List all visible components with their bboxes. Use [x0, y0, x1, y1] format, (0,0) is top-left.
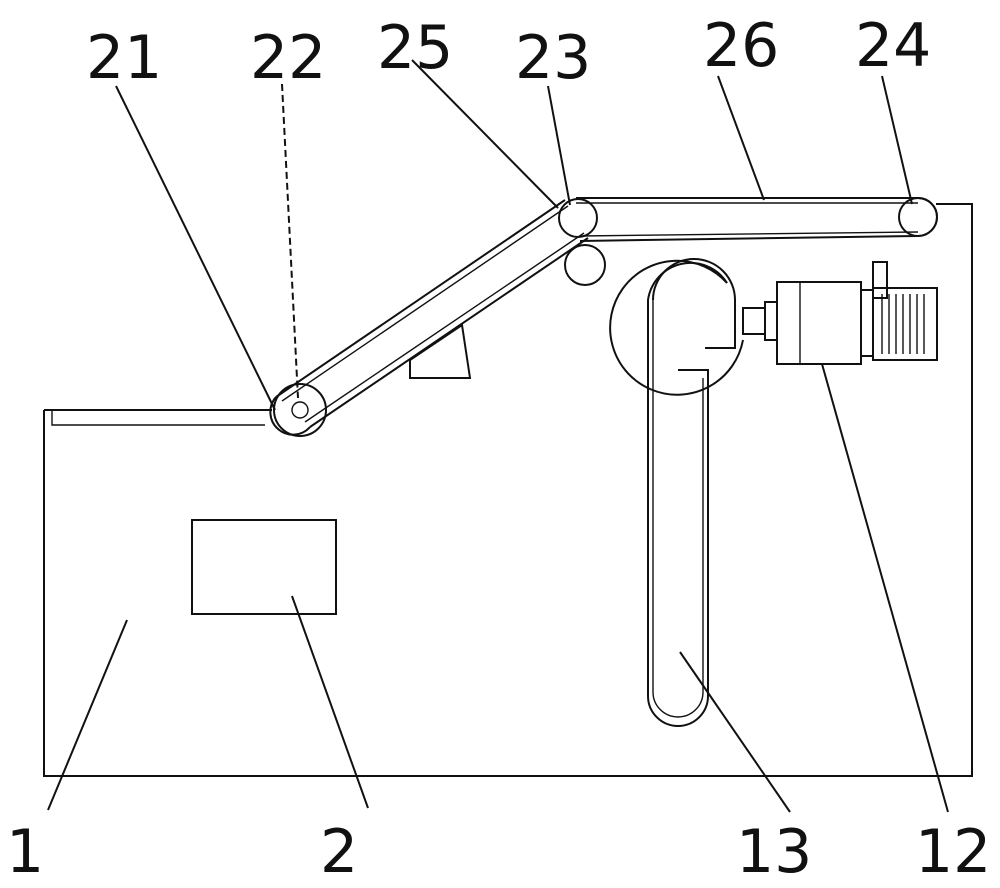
roller-22 [273, 383, 327, 437]
callout-labels: 21 22 25 23 26 24 1 2 13 12 [6, 11, 991, 887]
leader-21 [115, 85, 276, 411]
leader-2 [291, 595, 369, 809]
callout-1: 1 [6, 817, 44, 887]
inclined-conveyor-belt [269, 199, 589, 436]
callout-23: 23 [515, 23, 591, 93]
machine-frame [43, 203, 973, 777]
callout-13: 13 [736, 817, 812, 887]
swing-arm [609, 258, 744, 727]
callout-26: 26 [703, 11, 779, 81]
callout-2: 2 [320, 817, 358, 887]
callout-12: 12 [915, 817, 991, 887]
leader-12 [821, 363, 949, 813]
leader-23 [547, 85, 571, 206]
horizontal-conveyor-belt [576, 197, 938, 242]
belt-support-bracket [409, 323, 472, 379]
tension-roller [564, 244, 606, 286]
leader-lines [47, 59, 949, 813]
roller-24 [898, 197, 938, 237]
leader-26 [717, 75, 765, 201]
leader-22 [281, 83, 299, 399]
leader-13 [679, 651, 791, 813]
callout-21: 21 [86, 23, 162, 93]
callout-22: 22 [250, 23, 326, 93]
roller-23 [558, 198, 598, 238]
leader-25 [411, 59, 559, 209]
leader-24 [881, 75, 913, 205]
callout-24: 24 [855, 11, 931, 81]
control-box [191, 519, 337, 615]
callout-25: 25 [377, 13, 453, 83]
gear-motor [742, 261, 938, 365]
leader-1 [47, 619, 128, 811]
